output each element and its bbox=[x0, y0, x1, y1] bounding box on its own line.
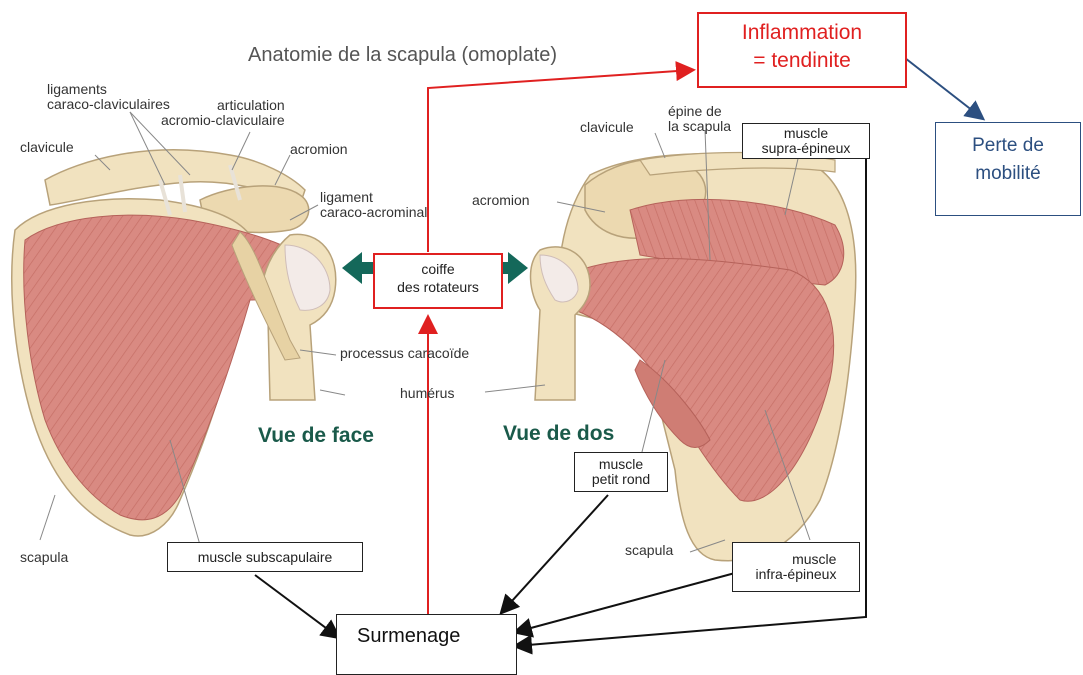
perte-de-mobilite-box: Perte de mobilité bbox=[935, 122, 1081, 216]
label-clavicule-back: clavicule bbox=[580, 120, 634, 135]
label-vue-de-dos: Vue de dos bbox=[503, 422, 614, 446]
arrow-subscapulaire-to-surmenage bbox=[255, 575, 338, 637]
coiffe-des-rotateurs-box: coiffe des rotateurs bbox=[373, 253, 503, 309]
muscle-infra-epineux-box: muscle infra-épineux bbox=[732, 542, 860, 592]
back-view-illustration bbox=[531, 153, 856, 561]
muscle-subscapulaire-box: muscle subscapulaire bbox=[167, 542, 363, 572]
inflammation-box: Inflammation = tendinite bbox=[697, 12, 907, 88]
muscle-petit-rond-box: muscle petit rond bbox=[574, 452, 668, 492]
label-clavicule-front: clavicule bbox=[20, 140, 74, 155]
label-ligament-caraco: ligament caraco-acrominal bbox=[320, 190, 427, 220]
arrow-infra-to-surmenage bbox=[516, 573, 735, 632]
label-ligaments: ligaments caraco-claviculaires bbox=[47, 82, 170, 112]
label-scapula-back: scapula bbox=[625, 543, 673, 558]
label-acromion-back: acromion bbox=[472, 193, 530, 208]
label-processus: processus caracoïde bbox=[340, 346, 469, 361]
diagram-title: Anatomie de la scapula (omoplate) bbox=[248, 44, 557, 67]
surmenage-box: Surmenage bbox=[336, 614, 517, 675]
label-articulation: articulation acromio-claviculaire bbox=[161, 98, 285, 128]
arrow-inflammation-to-perte bbox=[905, 58, 982, 118]
label-epine: épine de la scapula bbox=[668, 104, 731, 134]
front-view-illustration bbox=[12, 150, 336, 536]
arrow-petit-rond-to-surmenage bbox=[502, 495, 608, 612]
label-scapula-front: scapula bbox=[20, 550, 68, 565]
label-humerus: humérus bbox=[400, 386, 454, 401]
label-vue-de-face: Vue de face bbox=[258, 424, 374, 448]
label-acromion-front: acromion bbox=[290, 142, 348, 157]
muscle-supra-epineux-box: muscle supra-épineux bbox=[742, 123, 870, 159]
